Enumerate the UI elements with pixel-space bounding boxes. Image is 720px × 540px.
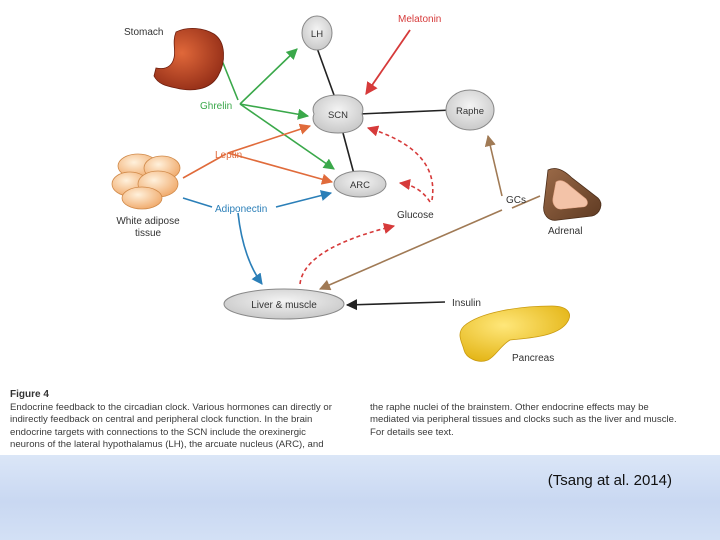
insulin-arrow xyxy=(345,299,446,311)
caption-right-line: the raphe nuclei of the brainstem. Other… xyxy=(370,402,649,413)
stomach-label: Stomach xyxy=(124,27,163,38)
melatonin-label: Melatonin xyxy=(398,14,441,25)
stomach-illustration xyxy=(153,28,224,91)
glucose-scn-arrow xyxy=(366,125,434,201)
melatonin-arrow xyxy=(365,29,411,96)
scn-label: SCN xyxy=(328,110,348,121)
raphe-node: Raphe xyxy=(445,89,495,131)
caption-right-line: For details see text. xyxy=(370,426,454,438)
white-adipose-illustration xyxy=(111,153,181,210)
caption-left-line: indirectly feedback on central and perip… xyxy=(10,414,313,426)
caption-left-line: endocrine targets with connections to th… xyxy=(10,426,306,438)
figure-caption-right-column: the raphe nuclei of the brainstem. Other… xyxy=(370,402,705,439)
caption-right-line: mediated via peripheral tissues and cloc… xyxy=(370,414,677,426)
white-adipose-label-line2: tissue xyxy=(135,228,162,239)
adrenal-gcs-line xyxy=(511,195,541,209)
leptin-label: Leptin xyxy=(215,150,242,161)
gcs-label: GCs xyxy=(506,195,526,206)
figure-panel: LH SCN Raphe ARC Liver & muscle Stomach … xyxy=(10,14,705,451)
figure-caption-title: Figure 4 xyxy=(10,389,49,400)
lh-scn-line xyxy=(316,47,335,96)
liver-muscle-label: Liver & muscle xyxy=(251,300,317,311)
scn-node: SCN xyxy=(312,94,364,134)
slide-background-strip xyxy=(0,455,720,540)
pancreas-illustration xyxy=(459,305,570,362)
gcs-liver-arrow xyxy=(318,209,503,291)
leptin-adipose-line xyxy=(182,153,227,179)
liver-glucose-arrow xyxy=(299,222,396,285)
adiponectin-adipose-line xyxy=(182,197,213,208)
ghrelin-arc-arrow xyxy=(239,103,335,170)
lh-label: LH xyxy=(311,29,323,40)
raphe-label: Raphe xyxy=(456,106,484,117)
scn-raphe-line xyxy=(358,109,453,115)
adiponectin-liver-arrow xyxy=(237,212,263,285)
endocrine-diagram: LH SCN Raphe ARC Liver & muscle Stomach … xyxy=(111,14,602,364)
glucose-arc-arrow xyxy=(398,178,431,203)
white-adipose-label-line1: White adipose xyxy=(116,216,180,227)
lh-node: LH xyxy=(301,15,333,51)
adiponectin-label: Adiponectin xyxy=(215,204,267,215)
adrenal-illustration xyxy=(543,168,602,221)
caption-left-line: Endocrine feedback to the circadian cloc… xyxy=(10,402,332,413)
ghrelin-scn-arrow xyxy=(239,103,310,120)
arc-label: ARC xyxy=(350,180,370,191)
insulin-label: Insulin xyxy=(452,298,481,309)
citation-text: (Tsang at al. 2014) xyxy=(547,472,672,489)
arc-node: ARC xyxy=(333,170,387,198)
pancreas-label: Pancreas xyxy=(512,353,554,364)
adrenal-label: Adrenal xyxy=(548,226,582,237)
leptin-scn-arrow xyxy=(227,123,312,154)
gcs-raphe-arrow xyxy=(484,134,503,197)
liver-muscle-node: Liver & muscle xyxy=(223,288,345,320)
leptin-arc-arrow xyxy=(227,152,334,185)
adiponectin-arc-arrow xyxy=(275,190,333,208)
caption-left-line: neurons of the lateral hypothalamus (LH)… xyxy=(10,438,324,450)
ghrelin-label: Ghrelin xyxy=(200,101,232,112)
figure-caption-left-column: Endocrine feedback to the circadian cloc… xyxy=(10,402,350,451)
scn-arc-line xyxy=(342,132,355,175)
glucose-label: Glucose xyxy=(397,210,434,221)
ghrelin-lh-arrow xyxy=(239,48,298,105)
ghrelin-stomach-line xyxy=(220,57,239,101)
